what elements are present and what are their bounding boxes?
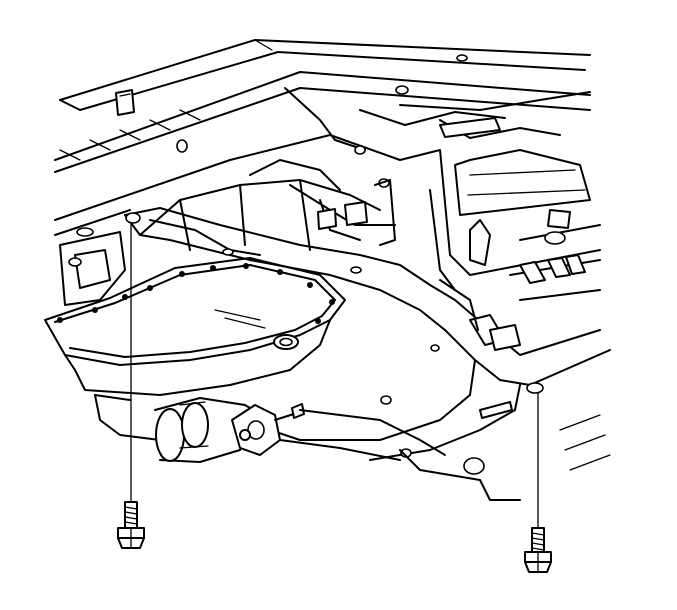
exhaust-pipe bbox=[154, 397, 446, 463]
transmission-oil-pan bbox=[44, 257, 346, 396]
bolt-icon bbox=[524, 527, 552, 573]
left-lower-structure bbox=[59, 227, 161, 441]
crossmember bbox=[124, 207, 611, 501]
frame-rail-right bbox=[399, 149, 601, 301]
pan-bolts bbox=[57, 263, 335, 324]
bolt-guide-lines bbox=[125, 212, 539, 529]
transmission-body bbox=[139, 159, 396, 274]
bolt-icon bbox=[117, 501, 145, 549]
floor-pan bbox=[54, 39, 591, 236]
